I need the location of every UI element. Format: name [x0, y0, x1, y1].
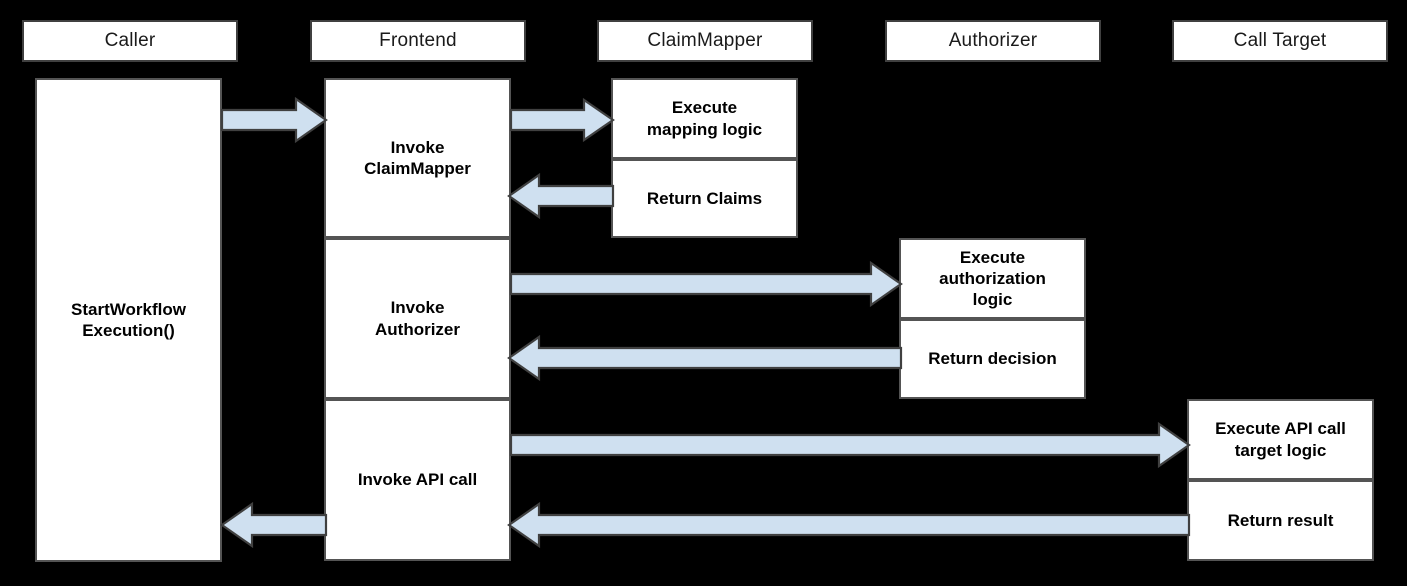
activity-return-result: Return result — [1187, 480, 1374, 561]
arrow-calltarget-to-frontend — [507, 501, 1191, 549]
activity-execute-authorization-logic: Execute authorization logic — [899, 238, 1086, 319]
lane-header-caller: Caller — [22, 20, 238, 62]
lane-header-authorizer: Authorizer — [885, 20, 1101, 62]
lane-header-frontend-label: Frontend — [379, 30, 457, 51]
arrow-claimmapper-to-frontend — [507, 172, 615, 220]
activity-invoke-authorizer: Invoke Authorizer — [324, 238, 511, 399]
activity-invoke-claimmapper: Invoke ClaimMapper — [324, 78, 511, 238]
lane-header-calltarget: Call Target — [1172, 20, 1388, 62]
arrow-frontend-to-claimmapper — [509, 97, 615, 143]
lane-header-claimmapper: ClaimMapper — [597, 20, 813, 62]
activity-return-claims: Return Claims — [611, 159, 798, 238]
arrow-caller-to-frontend — [220, 96, 328, 144]
activity-execute-mapping-logic: Execute mapping logic — [611, 78, 798, 159]
arrow-frontend-to-authorizer — [509, 260, 903, 308]
arrow-frontend-to-caller — [220, 501, 328, 549]
activity-return-decision: Return decision — [899, 319, 1086, 399]
activity-execute-api-call-target-logic: Execute API call target logic — [1187, 399, 1374, 480]
activity-start-workflow-execution: StartWorkflow Execution() — [35, 78, 222, 562]
lane-header-calltarget-label: Call Target — [1233, 30, 1327, 51]
arrow-frontend-to-calltarget — [509, 421, 1191, 469]
activity-invoke-api-call: Invoke API call — [324, 399, 511, 561]
lane-header-claimmapper-label: ClaimMapper — [647, 30, 763, 51]
arrow-authorizer-to-frontend — [507, 334, 903, 382]
lane-header-caller-label: Caller — [104, 30, 156, 51]
lane-header-frontend: Frontend — [310, 20, 526, 62]
lane-header-authorizer-label: Authorizer — [948, 30, 1038, 51]
